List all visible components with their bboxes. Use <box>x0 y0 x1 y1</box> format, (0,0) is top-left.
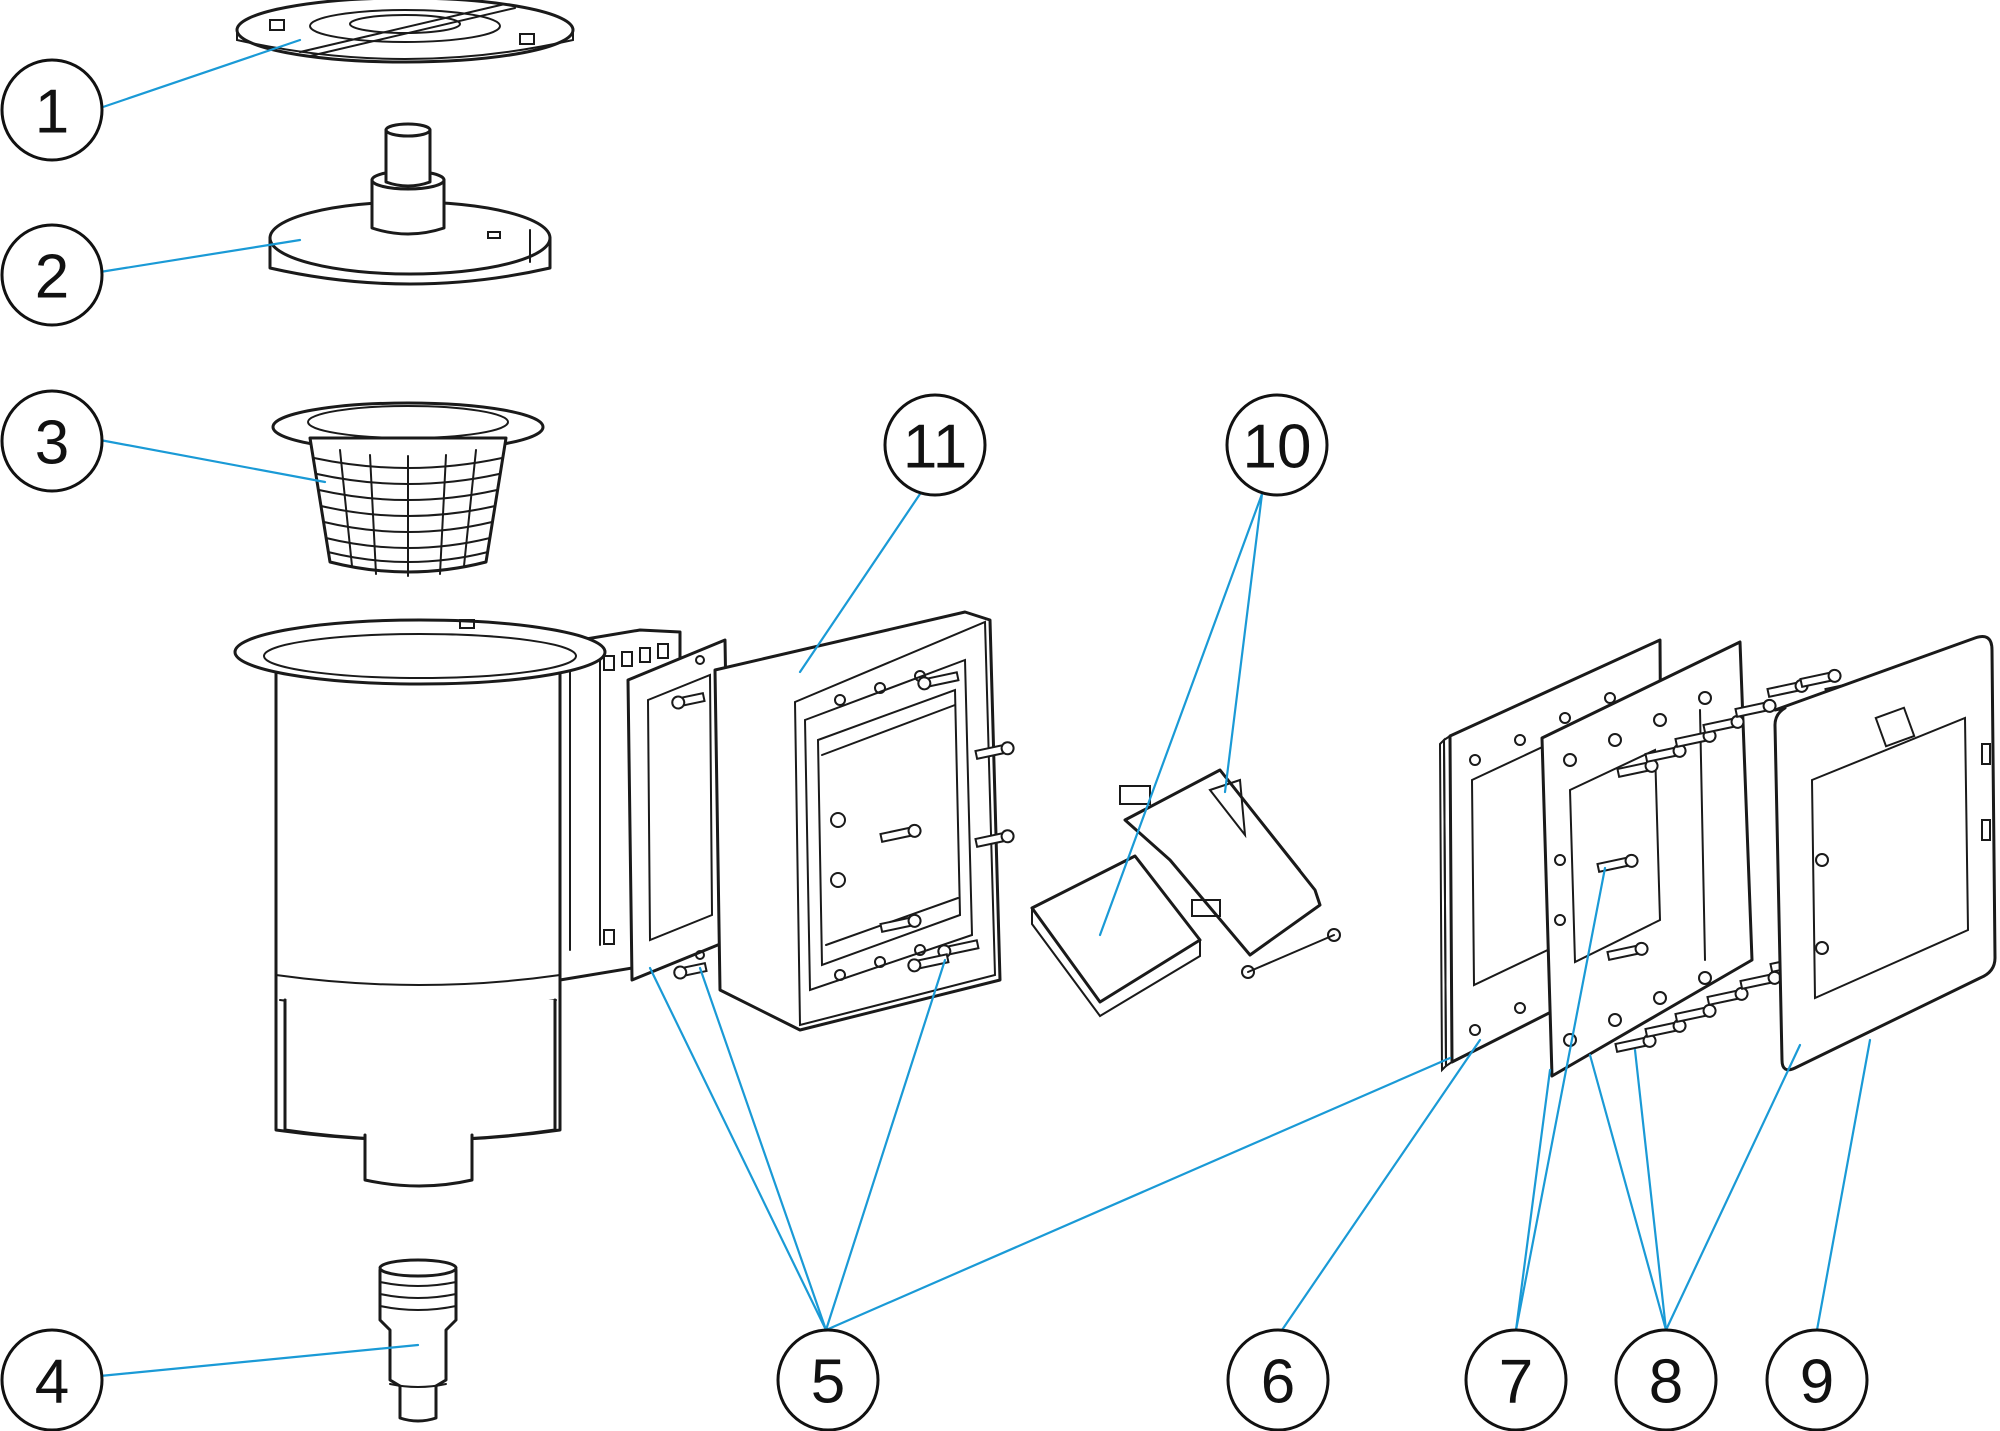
leader-4 <box>98 1343 420 1378</box>
callout-11: 11 <box>883 393 987 497</box>
leader-5c <box>824 958 947 1332</box>
leader-9 <box>1815 1038 1872 1332</box>
callout-1-label: 1 <box>35 78 69 147</box>
part-screws-frame <box>671 671 1015 980</box>
leader-8c <box>1664 1043 1802 1332</box>
callout-6-label: 6 <box>1261 1348 1295 1417</box>
callout-5-label: 5 <box>811 1348 845 1417</box>
callout-10-label: 10 <box>1243 413 1312 482</box>
part-weir <box>1030 768 1341 1018</box>
callout-9-label: 9 <box>1800 1348 1834 1417</box>
leader-10b <box>1223 492 1264 794</box>
callout-7: 7 <box>1464 1328 1568 1431</box>
leader-5d <box>824 1056 1452 1332</box>
leader-3 <box>98 438 327 484</box>
callout-3-label: 3 <box>35 409 69 478</box>
callout-9: 9 <box>1765 1328 1869 1431</box>
callout-6: 6 <box>1226 1328 1330 1431</box>
leader-6 <box>1280 1038 1482 1332</box>
leader-8b <box>1633 1048 1668 1332</box>
callout-1: 1 <box>0 58 104 162</box>
callout-7-label: 7 <box>1499 1348 1533 1417</box>
callout-10: 10 <box>1225 393 1329 497</box>
part-faceplate <box>1773 635 1997 1072</box>
leader-10a <box>1098 492 1264 937</box>
callout-8: 8 <box>1614 1328 1718 1431</box>
callout-8-label: 8 <box>1649 1348 1683 1417</box>
leader-1 <box>98 38 302 110</box>
leader-7a <box>1514 1068 1552 1332</box>
part-flange <box>1540 640 1754 1078</box>
part-skimmer-body <box>233 618 682 1188</box>
part-front-frame <box>713 610 1002 1032</box>
leader-5a <box>648 966 828 1332</box>
callout-5: 5 <box>776 1328 880 1431</box>
leader-7b <box>1514 866 1607 1332</box>
callout-3: 3 <box>0 389 104 493</box>
callout-2: 2 <box>0 223 104 327</box>
part-hose-adapter <box>378 1258 458 1423</box>
leader-5b <box>698 966 828 1332</box>
leader-2 <box>98 238 302 274</box>
callout-11-label: 11 <box>903 413 967 482</box>
leader-8a <box>1588 1053 1668 1332</box>
leader-11 <box>798 492 922 674</box>
callout-4: 4 <box>0 1328 104 1431</box>
leader-lines <box>98 38 1872 1378</box>
part-basket <box>271 401 545 577</box>
callout-4-label: 4 <box>35 1348 69 1417</box>
callout-2-label: 2 <box>35 243 69 312</box>
part-lid <box>235 0 575 64</box>
part-vacuum-plate <box>268 122 552 286</box>
